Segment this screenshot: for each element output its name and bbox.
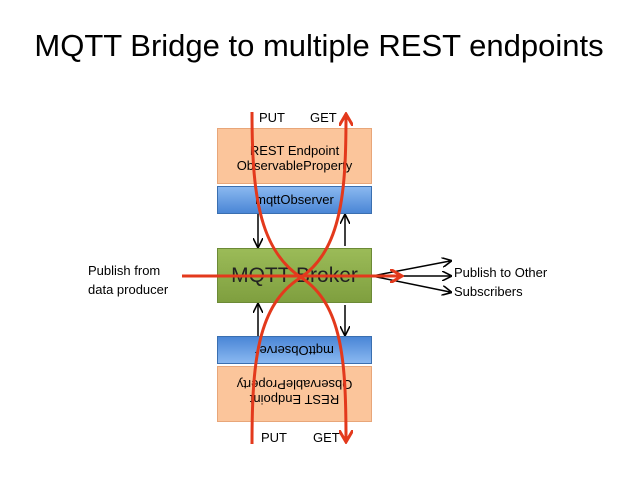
- right-publish-label: Publish to Other Subscribers: [454, 263, 547, 301]
- diagram-title: MQTT Bridge to multiple REST endpoints: [34, 28, 604, 63]
- bottom-put-to-top-get-flow: [250, 116, 346, 445]
- subscriber-arrow-upper: [371, 261, 450, 277]
- left-label-line2: data producer: [88, 282, 169, 297]
- top-mqtt-observer-bar: mqttObserver: [217, 186, 372, 214]
- top-observer-label: mqttObserver: [255, 192, 334, 207]
- left-publish-label: Publish from data producer: [88, 261, 168, 299]
- top-rest-subtitle: ObservableProperty: [236, 158, 353, 173]
- top-put-label: PUT: [259, 110, 285, 125]
- bottom-get-label: GET: [313, 430, 340, 445]
- left-label-line1: Publish from: [88, 263, 161, 278]
- top-get-label: GET: [310, 110, 337, 125]
- subscriber-arrow-lower: [371, 275, 450, 292]
- bottom-put-label: PUT: [261, 430, 287, 445]
- right-label-line1: Publish to Other: [454, 265, 548, 280]
- top-rest-title: REST Endpoint: [249, 143, 340, 158]
- right-label-line2: Subscribers: [454, 284, 523, 299]
